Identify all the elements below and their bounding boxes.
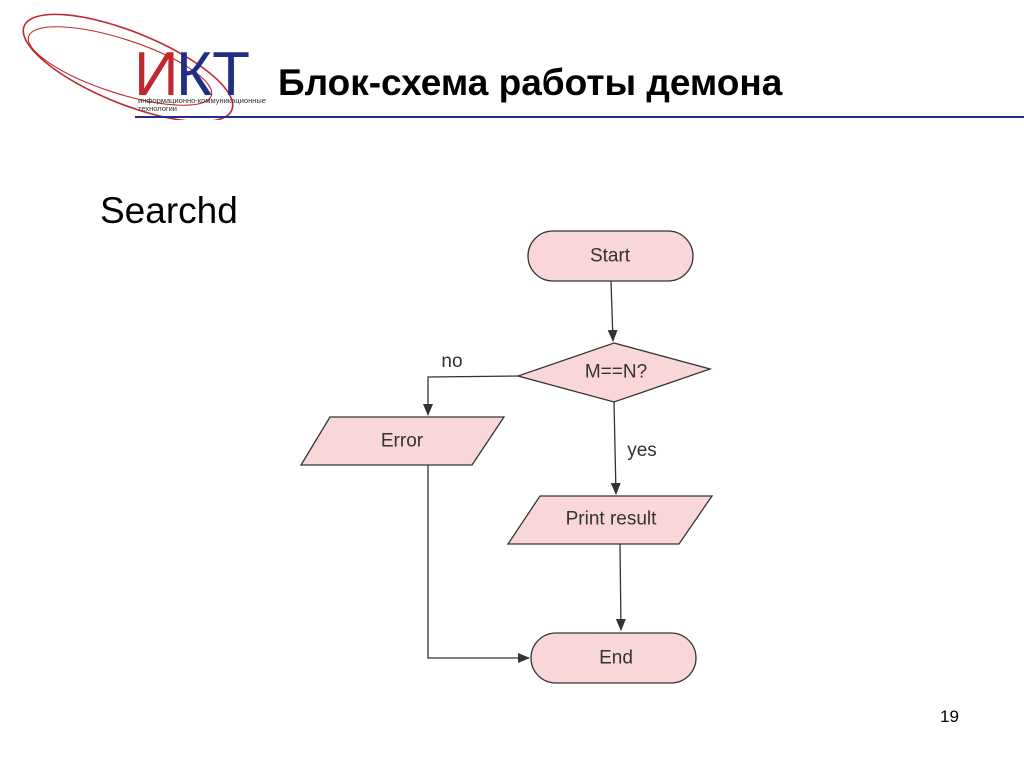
page-number: 19	[940, 707, 959, 726]
logo-orbit-inner	[27, 26, 213, 106]
ikt-logo: И КТ информационно-коммуникационные техн…	[22, 13, 266, 120]
node-decision-shape	[515, 342, 713, 403]
node-end-label: End	[599, 648, 633, 669]
section-heading: Searchd	[100, 190, 238, 231]
edge-label-no: no	[441, 351, 462, 372]
edge-error-to-end	[427, 465, 530, 663]
edge-print-to-end	[615, 543, 626, 631]
logo-orbit-outer	[22, 13, 234, 120]
node-decision-label: M==N?	[585, 362, 647, 383]
node-print-label: Print result	[566, 509, 658, 530]
logo-tagline-line2: технологии	[138, 104, 177, 113]
node-end-shape	[530, 632, 697, 684]
node-start-label: Start	[590, 246, 631, 267]
node-error-label: Error	[381, 431, 424, 452]
edge-start-to-decision	[607, 280, 618, 342]
title-divider	[135, 116, 1024, 118]
edge-decision-yes-to-print	[610, 401, 621, 495]
logo-wordmark-KT: КТ	[176, 40, 250, 109]
edge-label-yes: yes	[627, 440, 657, 461]
logo-tagline-line1: информационно-коммуникационные	[138, 96, 266, 105]
node-print-shape	[506, 495, 714, 545]
edge-decision-no-to-error	[423, 375, 520, 416]
node-start-shape	[527, 230, 694, 282]
slide-title: Блок-схема работы демона	[278, 62, 783, 103]
node-error-shape	[299, 416, 506, 466]
logo-wordmark-I: И	[134, 40, 179, 109]
